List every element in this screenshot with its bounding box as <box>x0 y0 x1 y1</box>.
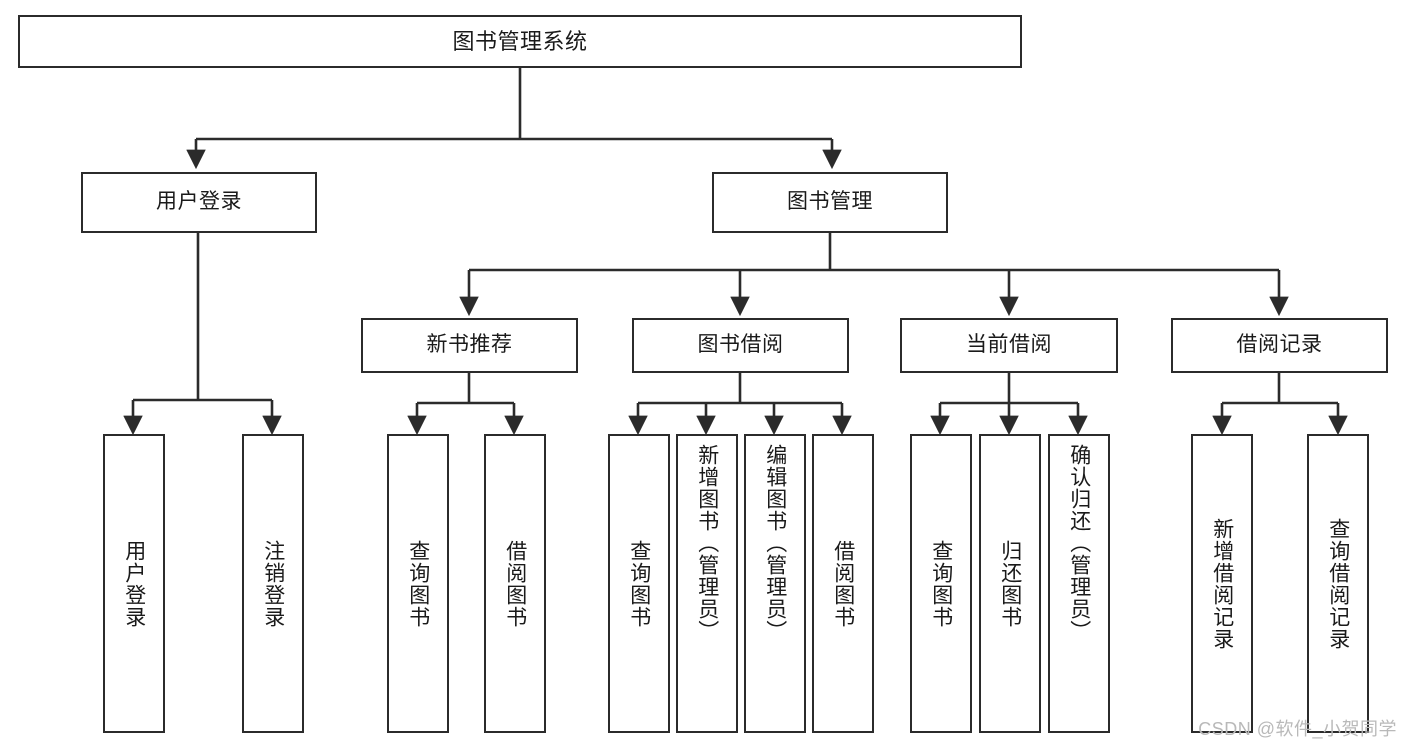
node-leaf-confirm-return-admin[interactable]: 确认归还（管理员） <box>1048 434 1110 733</box>
node-leaf-query-book-borrow[interactable]: 查询图书 <box>608 434 670 733</box>
node-leaf-query-book-current[interactable]: 查询图书 <box>910 434 972 733</box>
node-book-borrow[interactable]: 图书借阅 <box>632 318 849 373</box>
node-label: 编辑图书（管理员） <box>763 444 787 642</box>
node-leaf-query-book-recommend[interactable]: 查询图书 <box>387 434 449 733</box>
node-label: 借阅图书 <box>503 539 527 628</box>
node-leaf-query-borrow-record[interactable]: 查询借阅记录 <box>1307 434 1369 733</box>
node-leaf-add-book-admin[interactable]: 新增图书（管理员） <box>676 434 738 733</box>
node-label: 借阅图书 <box>831 539 855 628</box>
node-label: 查询图书 <box>627 539 651 628</box>
node-label: 当前借阅 <box>966 333 1052 357</box>
node-label: 新书推荐 <box>426 333 513 357</box>
node-leaf-logout[interactable]: 注销登录 <box>242 434 304 733</box>
node-label: 用户登录 <box>156 190 242 214</box>
node-new-book-recommendation[interactable]: 新书推荐 <box>361 318 578 373</box>
node-label: 图书借阅 <box>697 333 784 357</box>
watermark-text: CSDN @软件_小贺同学 <box>1198 719 1397 739</box>
node-label: 查询图书 <box>406 539 430 628</box>
node-leaf-add-borrow-record[interactable]: 新增借阅记录 <box>1191 434 1253 733</box>
node-label: 新增借阅记录 <box>1210 517 1234 650</box>
node-label: 用户登录 <box>122 539 146 628</box>
node-label: 借阅记录 <box>1236 333 1323 357</box>
node-label: 归还图书 <box>998 539 1022 628</box>
node-leaf-borrow-book[interactable]: 借阅图书 <box>812 434 874 733</box>
node-label: 确认归还（管理员） <box>1067 444 1091 642</box>
node-user-login[interactable]: 用户登录 <box>81 172 317 233</box>
node-leaf-return-book[interactable]: 归还图书 <box>979 434 1041 733</box>
node-borrow-record[interactable]: 借阅记录 <box>1171 318 1388 373</box>
node-label: 查询借阅记录 <box>1326 517 1350 650</box>
node-label: 新增图书（管理员） <box>695 444 719 642</box>
node-label: 注销登录 <box>261 539 285 628</box>
node-current-borrow[interactable]: 当前借阅 <box>900 318 1118 373</box>
node-label: 查询图书 <box>929 539 953 628</box>
node-leaf-borrow-book-recommend[interactable]: 借阅图书 <box>484 434 546 733</box>
node-leaf-user-login[interactable]: 用户登录 <box>103 434 165 733</box>
node-book-management[interactable]: 图书管理 <box>712 172 948 233</box>
node-leaf-edit-book-admin[interactable]: 编辑图书（管理员） <box>744 434 806 733</box>
node-label: 图书管理系统 <box>452 28 588 54</box>
node-root-book-management-system[interactable]: 图书管理系统 <box>18 15 1022 68</box>
node-label: 图书管理 <box>787 190 873 214</box>
